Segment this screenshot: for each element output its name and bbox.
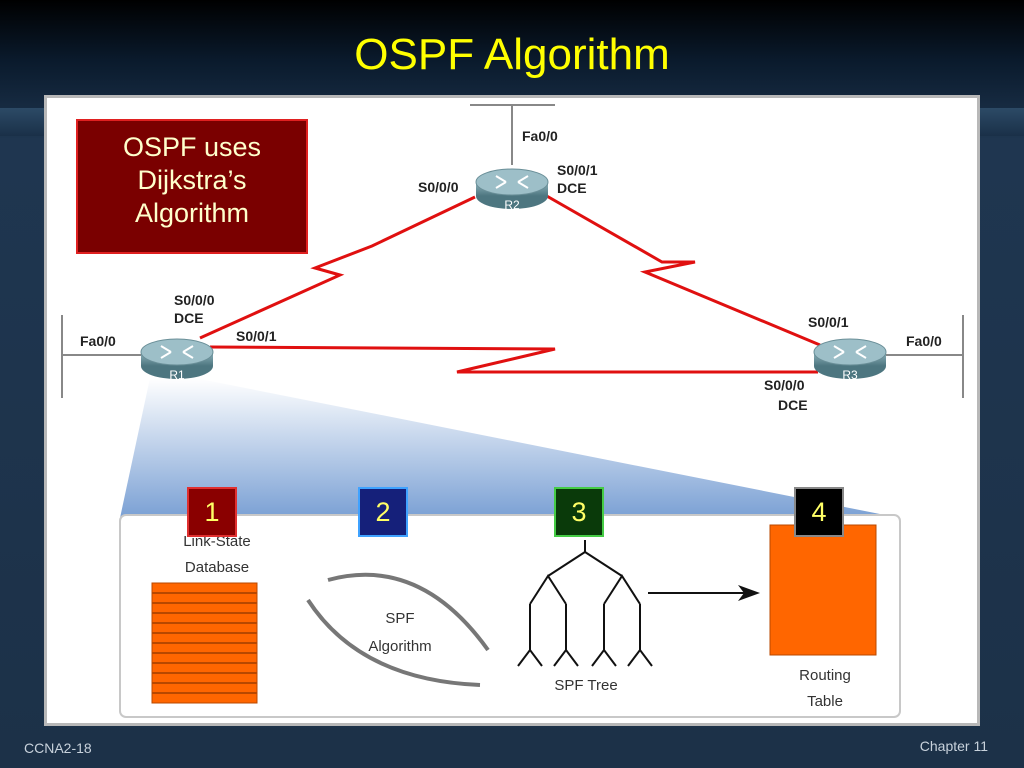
label-r3-fa00: Fa0/0 bbox=[906, 333, 942, 349]
spf-label-line1: SPF bbox=[385, 610, 414, 627]
serial-link-r1-r3 bbox=[209, 345, 818, 374]
label-r2-s000: S0/0/0 bbox=[418, 179, 459, 195]
label-r3-s000: S0/0/0 bbox=[764, 377, 805, 393]
router-r3: R3 bbox=[813, 338, 887, 382]
callout-line-3: Algorithm bbox=[134, 198, 250, 228]
router-r1-label: R1 bbox=[169, 368, 185, 382]
lsdb-label-line1: Link-State bbox=[183, 533, 251, 550]
label-r1-dce: DCE bbox=[174, 310, 204, 326]
spf-arc-top bbox=[327, 572, 490, 652]
router-r3-label: R3 bbox=[842, 368, 858, 382]
routing-label-line1: Routing bbox=[799, 667, 851, 684]
label-r1-fa00: Fa0/0 bbox=[80, 333, 116, 349]
routing-label-line2: Table bbox=[807, 693, 843, 710]
slide-title: OSPF Algorithm bbox=[354, 30, 670, 79]
tree-icon bbox=[517, 540, 653, 667]
label-r3-dce: DCE bbox=[778, 397, 808, 413]
step-badge-3: 3 bbox=[554, 487, 604, 537]
label-r3-s001: S0/0/1 bbox=[808, 314, 849, 330]
footer-chapter: Chapter 11 bbox=[919, 738, 988, 754]
serial-link-r1-r2 bbox=[199, 195, 476, 340]
label-r1-s000: S0/0/0 bbox=[174, 292, 215, 308]
label-r2-s001: S0/0/1 bbox=[557, 162, 598, 178]
callout-box: OSPF uses Dijkstra’s Algorithm bbox=[76, 119, 308, 254]
lsdb-label-line2: Database bbox=[185, 559, 249, 576]
routing-table-block bbox=[769, 524, 877, 656]
spf-tree-label: SPF Tree bbox=[554, 677, 617, 694]
footer-course: CCNA2-18 bbox=[24, 740, 92, 756]
label-r1-s001: S0/0/1 bbox=[236, 328, 277, 344]
serial-link-r2-r3 bbox=[544, 193, 821, 347]
router-r2-label: R2 bbox=[504, 198, 520, 212]
arrow-right-icon bbox=[648, 585, 760, 601]
spf-arc-bottom bbox=[306, 598, 481, 687]
callout-line-1: OSPF uses bbox=[122, 132, 262, 162]
label-r2-fa00: Fa0/0 bbox=[522, 128, 558, 144]
router-r1: R1 bbox=[140, 338, 214, 382]
step-badge-4: 4 bbox=[794, 487, 844, 537]
callout-line-2: Dijkstra’s bbox=[137, 165, 247, 195]
process-box bbox=[119, 514, 901, 718]
spf-label-line2: Algorithm bbox=[368, 638, 431, 655]
label-r2-dce: DCE bbox=[557, 180, 587, 196]
zoom-funnel bbox=[120, 378, 900, 518]
step-badge-1: 1 bbox=[187, 487, 237, 537]
database-stack-icon bbox=[151, 582, 258, 704]
step-badge-2: 2 bbox=[358, 487, 408, 537]
router-r2: R2 bbox=[475, 168, 549, 212]
